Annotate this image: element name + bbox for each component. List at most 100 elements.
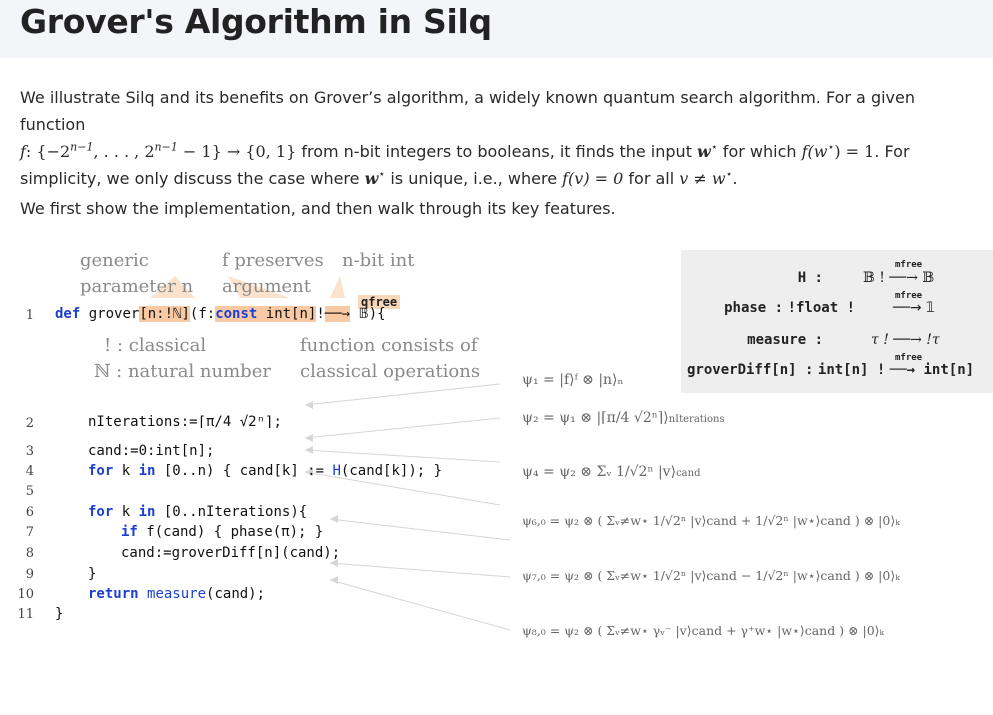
keyword-in: in: [138, 463, 156, 479]
mfree-tag: mfree: [895, 291, 923, 301]
annotation-text: generic: [80, 250, 149, 271]
connector-line: [329, 562, 511, 578]
math-domain: : {−2: [25, 142, 71, 161]
line-number: 8: [25, 546, 34, 561]
code-text: nIterations:=: [88, 414, 198, 430]
state-psi60: ψ₆,₀ = ψ₂ ⊗ ( Σᵥ≠w⋆ 1/√2ⁿ |v⟩cand + 1/√2…: [522, 513, 900, 528]
type-text: 𝔹 !: [863, 270, 885, 286]
code-line-11: }: [55, 606, 64, 622]
builtin-name: groverDiff[n] :: [687, 362, 814, 378]
line-number: 3: [25, 444, 34, 459]
builtin-measure: measure: [147, 586, 207, 602]
code-arrow-highlight: ──→: [324, 306, 351, 322]
intro-text: is unique, i.e., where: [385, 169, 563, 188]
arrowhead: [305, 468, 313, 476]
builtin-phase: phase : !float !: [724, 300, 855, 316]
line-number: 4: [25, 464, 34, 479]
annotation-natural: ℕ : natural number: [94, 361, 271, 382]
intro-paragraph-2: We first show the implementation, and th…: [20, 199, 616, 218]
keyword-return: return: [88, 586, 139, 602]
annotation-text: argument: [222, 276, 311, 297]
line-number: 11: [17, 607, 34, 622]
mfree-tag: mfree: [895, 353, 923, 363]
state-sub: nIterations: [668, 414, 725, 425]
state-psi1: ψ₁ = |f⟩ᶠ ⊗ |n⟩ₙ: [522, 372, 624, 388]
code-line-8: cand:=groverDiff[n](cand);: [121, 545, 341, 561]
keyword-in: in: [138, 504, 156, 520]
math-w: w: [697, 142, 711, 161]
builtin-h-type: 𝔹 ! ──→ 𝔹: [863, 270, 934, 286]
annotation-classical: ! : classical: [104, 335, 207, 356]
arrowhead: [305, 401, 313, 409]
intro-text: simplicity, we only discuss the case whe…: [20, 169, 365, 188]
intro-text: . For: [874, 142, 910, 161]
state-psi2: ψ₂ = ψ₁ ⊗ |⌈π/4 √2ⁿ⌉⟩nIterations: [522, 410, 725, 426]
intro-text: for all: [623, 169, 680, 188]
builtin-h: H: [332, 463, 341, 479]
code-text: [0..nIterations){: [155, 504, 308, 520]
arrowhead: [330, 576, 338, 584]
builtin-name: H :: [797, 270, 823, 286]
page-title: Grover's Algorithm in Silq: [20, 2, 492, 41]
code-text: k: [113, 504, 139, 520]
grover-figure: generic parameter n f preserves argument…: [0, 240, 993, 715]
builtin-measure-label: measure :: [747, 332, 823, 348]
line-number: 7: [25, 525, 34, 540]
keyword-if: if: [121, 524, 138, 540]
line-number: 2: [25, 416, 34, 431]
math-vw: v ≠ w: [679, 169, 726, 188]
type-arrow: ──→ 𝔹: [889, 270, 935, 286]
state-psi80: ψ₈,₀ = ψ₂ ⊗ ( Σᵥ≠w⋆ γᵥ⁻ |v⟩cand + γ⁺w⋆ |…: [522, 623, 885, 638]
builtins-box: H : 𝔹 ! ──→ 𝔹 mfree phase : !float ! ──→…: [681, 250, 993, 393]
annotation-generic: generic parameter n: [80, 248, 193, 300]
keyword-for: for: [88, 463, 114, 479]
annotation-text: function consists of: [300, 335, 478, 356]
code-expr: ⌈π/4 √2ⁿ⌉: [197, 414, 274, 430]
type-arrow: ──→ int[n]: [889, 362, 975, 378]
intro-text: We illustrate Silq and its benefits on G…: [20, 88, 915, 134]
code-param-highlight: [n:!ℕ]: [139, 306, 190, 322]
math-fw: f(w: [801, 142, 828, 161]
line-number: 1: [25, 308, 34, 323]
line-number: 9: [25, 567, 34, 582]
connector-lines: [150, 276, 511, 631]
math-fw: ) = 1: [834, 142, 875, 161]
code-text: (cand);: [206, 586, 266, 602]
annotation-text: classical operations: [300, 361, 481, 382]
annotation-wedge: [150, 276, 195, 298]
code-line-3: cand:=0:int[n];: [88, 443, 215, 459]
code-text: f(cand) { phase(π); }: [137, 524, 324, 540]
arrowhead: [330, 515, 338, 523]
intro-text: .: [732, 169, 738, 188]
code-line-1: def grover[n:!ℕ](f:const int[n]!──→ 𝔹){: [55, 306, 386, 322]
arrowhead: [305, 446, 313, 454]
code-text: ;: [273, 414, 282, 430]
type-text: !float !: [787, 300, 855, 316]
intro-paragraph: We illustrate Silq and its benefits on G…: [20, 84, 980, 192]
builtin-h-label: H :: [798, 270, 823, 286]
math-f: f: [20, 142, 26, 161]
page-header: Grover's Algorithm in Silq: [0, 0, 993, 58]
code-text: k: [113, 463, 139, 479]
math-w: w: [364, 169, 379, 188]
code-text: [0..n) { cand[k] :=: [155, 463, 333, 479]
code-text: grover: [80, 306, 140, 322]
qfree-tag: qfree: [358, 295, 401, 309]
type-text: int[n] !: [817, 362, 886, 378]
code-int-highlight: int[n]: [257, 306, 317, 322]
code-text: (cand[k]); }: [340, 463, 443, 479]
state-psi70: ψ₇,₀ = ψ₂ ⊗ ( Σᵥ≠w⋆ 1/√2ⁿ |v⟩cand − 1/√2…: [522, 568, 900, 583]
math-exp: n−1: [154, 140, 178, 154]
code-text: !: [316, 306, 325, 322]
connector-line: [304, 449, 501, 463]
connector-line: [329, 579, 511, 631]
keyword-def: def: [55, 306, 81, 322]
keyword-const: const: [215, 306, 258, 322]
state-expr: ψ₂ = ψ₁ ⊗ |⌈π/4 √2ⁿ⌉⟩: [522, 410, 669, 426]
math-fv: f(v) = 0: [562, 169, 624, 188]
code-line-9: }: [88, 566, 97, 582]
code-text: 𝔹){: [350, 306, 386, 322]
annotation-text: parameter n: [80, 276, 194, 297]
state-expr: ψ₄ = ψ₂ ⊗ Σᵥ 1/√2ⁿ |v⟩: [522, 464, 677, 480]
intro-text: for which: [717, 142, 802, 161]
